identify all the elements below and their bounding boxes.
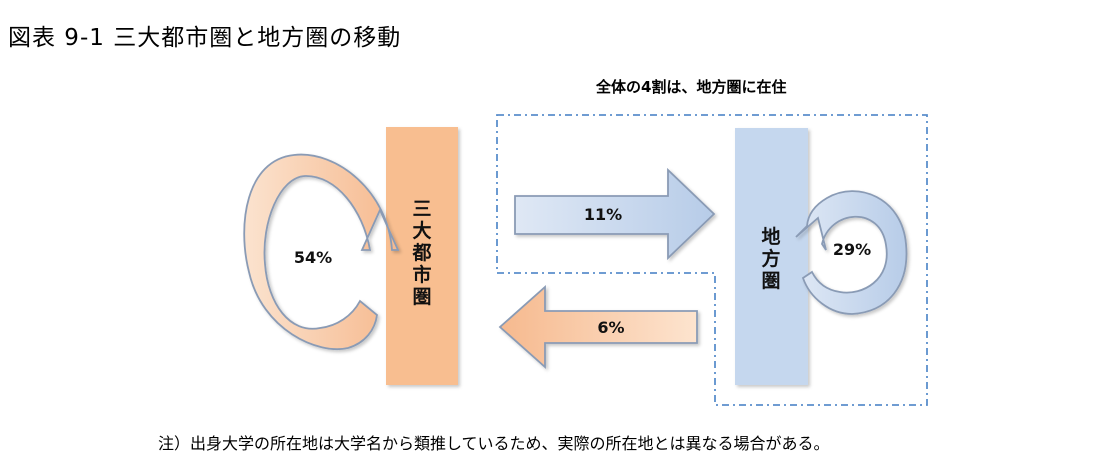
regional-label-char-1: 地 (761, 225, 780, 248)
metro-stay-loop-arrow (243, 153, 400, 350)
metro-label-char-3: 都 (411, 242, 431, 264)
metro-box-label: 三 大 都 市 圏 (411, 198, 431, 308)
regional-stay-percent: 29% (833, 240, 871, 259)
regional-to-metro-arrow (498, 284, 698, 370)
metro-label-char-5: 圏 (412, 286, 431, 308)
metro-to-regional-percent: 11% (584, 205, 622, 224)
metro-label-char-1: 三 (412, 198, 431, 220)
metro-label-char-4: 市 (412, 263, 431, 286)
regional-box-label: 地 方 圏 (761, 225, 780, 292)
regional-area-outline (496, 114, 928, 406)
callout-text: 全体の4割は、地方圏に在住 (596, 78, 787, 96)
regional-box (735, 128, 808, 385)
metro-stay-percent: 54% (294, 248, 332, 267)
metro-box (386, 127, 458, 385)
regional-label-char-2: 方 (761, 247, 780, 270)
footnote: 注）出身大学の所在地は大学名から類推しているため、実際の所在地とは異なる場合があ… (158, 434, 830, 453)
metro-label-char-2: 大 (412, 219, 431, 242)
figure-title: 図表 9-1 三大都市圏と地方圏の移動 (8, 25, 402, 51)
regional-label-char-3: 圏 (761, 270, 780, 292)
metro-to-regional-arrow (514, 167, 716, 261)
regional-stay-loop-arrow (795, 190, 908, 315)
regional-to-metro-percent: 6% (597, 318, 624, 337)
